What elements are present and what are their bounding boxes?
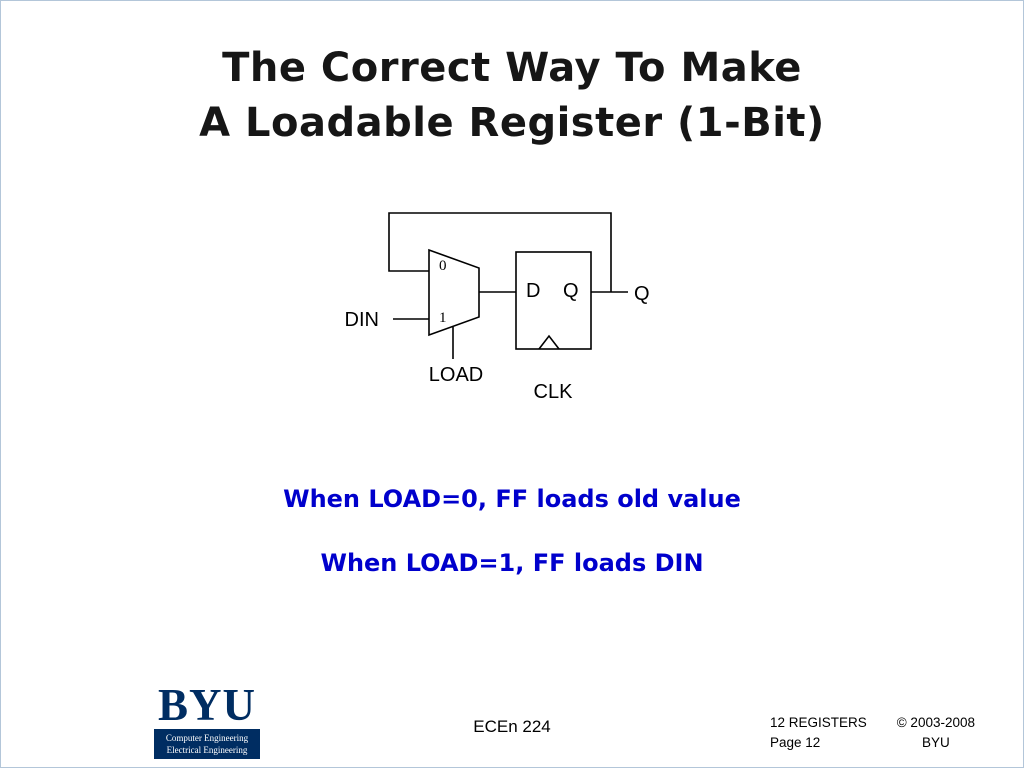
byu-logo-text: BYU: [157, 680, 256, 730]
din-label: DIN: [345, 309, 379, 331]
byu-logo: BYU Computer Engineering Electrical Engi…: [154, 683, 260, 759]
deck-page-block: 12 REGISTERS Page 12: [770, 713, 867, 753]
byu-logo-sub1: Computer Engineering: [165, 733, 249, 743]
copyright-block: © 2003-2008 BYU: [897, 713, 975, 753]
slide-title: The Correct Way To Make A Loadable Regis…: [1, 41, 1023, 151]
clk-label: CLK: [534, 381, 574, 403]
mux-input1-label: 1: [439, 310, 447, 326]
note-load1: When LOAD=1, FF loads DIN: [320, 549, 704, 577]
ff-d-label: D: [526, 280, 540, 302]
mux-input0-label: 0: [439, 258, 447, 274]
clock-triangle-icon: [538, 334, 560, 350]
q-output-label: Q: [634, 283, 650, 305]
deck-title: 12 REGISTERS: [769, 715, 867, 730]
byu-logo-bar: Computer Engineering Electrical Engineer…: [154, 729, 260, 759]
course-label: ECEn 224: [473, 717, 551, 736]
ff-q-label: Q: [563, 280, 579, 302]
title-line-2: A Loadable Register (1-Bit): [199, 100, 825, 146]
title-line-1: The Correct Way To Make: [222, 45, 802, 91]
flipflop-box: [515, 251, 592, 350]
page-number: Page 12: [769, 735, 821, 750]
copyright-org: BYU: [921, 735, 950, 750]
load-label: LOAD: [429, 364, 483, 386]
feedback-wire: [388, 212, 612, 292]
copyright: © 2003-2008: [896, 715, 975, 730]
byu-logo-sub2: Electrical Engineering: [166, 745, 248, 755]
mux-shape: [428, 248, 480, 337]
note-load0: When LOAD=0, FF loads old value: [283, 485, 741, 513]
footer-info: 12 REGISTERS Page 12 © 2003-2008 BYU: [770, 713, 975, 753]
